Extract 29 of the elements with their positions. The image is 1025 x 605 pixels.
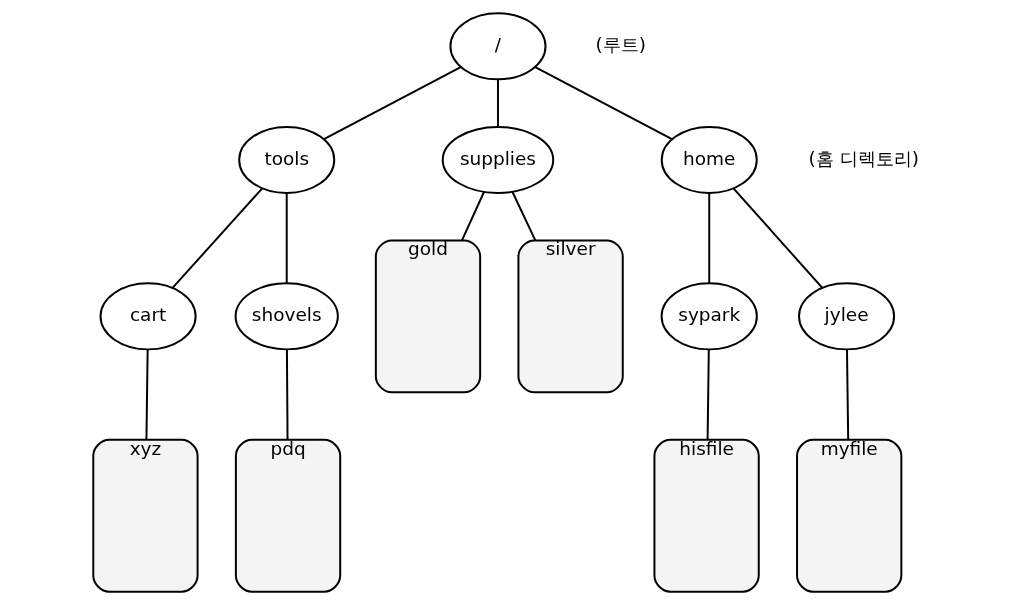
node-ellipse: shovels — [234, 282, 339, 351]
node-ellipse: sypark — [660, 282, 758, 351]
node-box: gold — [374, 239, 482, 394]
node-label: (루트) — [595, 34, 646, 56]
node-box: xyz — [92, 438, 199, 593]
node-box: silver — [517, 239, 624, 394]
node-box: pdq — [234, 438, 342, 593]
connector — [460, 191, 485, 242]
connector — [732, 187, 824, 289]
connector — [171, 187, 264, 289]
connector — [323, 66, 462, 140]
connector — [285, 192, 288, 285]
connector — [285, 348, 289, 441]
connector — [708, 192, 711, 285]
connector — [534, 66, 673, 140]
node-ellipse: cart — [99, 282, 197, 351]
connector — [511, 191, 537, 242]
connector — [706, 348, 710, 441]
connector — [145, 348, 149, 441]
node-ellipse: supplies — [441, 125, 555, 194]
connector — [846, 348, 850, 441]
connector — [497, 78, 499, 128]
node-ellipse: home — [660, 125, 758, 194]
node-box: hisfile — [653, 438, 760, 593]
node-ellipse: tools — [238, 125, 336, 194]
node-box: myfile — [796, 438, 903, 593]
node-label: (홈 디렉토리) — [808, 147, 919, 169]
node-ellipse: / — [449, 12, 547, 81]
node-ellipse: jylee — [798, 282, 896, 351]
